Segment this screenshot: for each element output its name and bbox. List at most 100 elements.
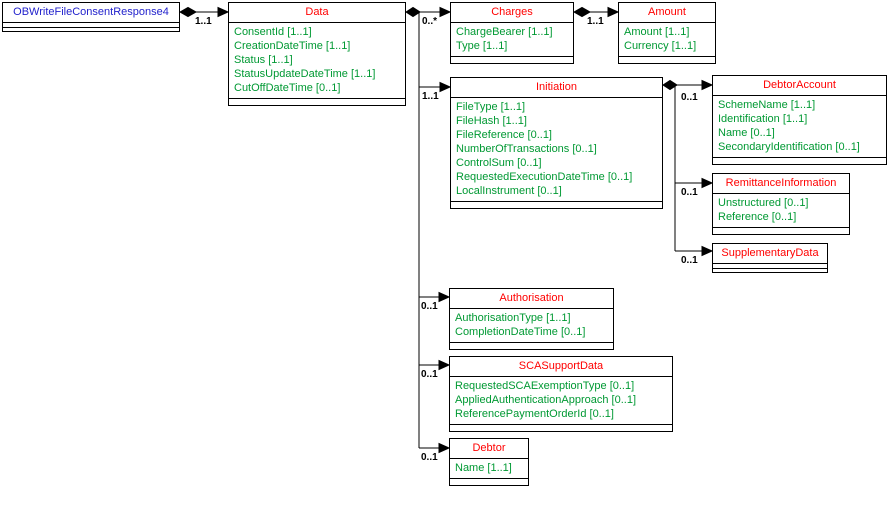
field: Type [1..1] xyxy=(456,40,508,52)
arrowhead-icon xyxy=(701,79,714,91)
class-box-initiation: Initiation FileType [1..1] FileHash [1..… xyxy=(450,77,663,209)
field: RequestedSCAExemptionType [0..1] xyxy=(455,380,635,392)
cardinality-data-to-initiation: 1..1 xyxy=(422,91,439,102)
class-box-debtor-account: DebtorAccount SchemeName [1..1] Identifi… xyxy=(712,75,887,165)
cardinality-data-to-sca-support-data: 0..1 xyxy=(421,369,438,380)
class-title: Amount xyxy=(619,3,715,23)
field: ChargeBearer [1..1] xyxy=(456,26,553,38)
class-box-authorisation: Authorisation AuthorisationType [1..1] C… xyxy=(449,288,614,350)
field: RequestedExecutionDateTime [0..1] xyxy=(456,171,633,183)
class-box-charges: Charges ChargeBearer [1..1] Type [1..1] xyxy=(450,2,574,64)
arrowhead-icon xyxy=(607,6,620,18)
class-title: Charges xyxy=(451,3,573,23)
field: AuthorisationType [1..1] xyxy=(455,312,571,324)
empty-operations-compartment xyxy=(713,228,849,234)
attributes-compartment: Name [1..1] xyxy=(450,459,528,479)
field: Status [1..1] xyxy=(234,54,293,66)
class-box-amount: Amount Amount [1..1] Currency [1..1] xyxy=(618,2,716,64)
attributes-compartment: ChargeBearer [1..1] Type [1..1] xyxy=(451,23,573,57)
field: CompletionDateTime [0..1] xyxy=(455,326,586,338)
empty-attributes-compartment xyxy=(3,23,179,28)
class-title: Data xyxy=(229,3,405,23)
field: Currency [1..1] xyxy=(624,40,697,52)
attributes-compartment: SchemeName [1..1] Identification [1..1] … xyxy=(713,96,886,158)
arrowhead-icon xyxy=(701,177,714,189)
class-title: Debtor xyxy=(450,439,528,459)
field: NumberOfTransactions [0..1] xyxy=(456,143,597,155)
class-box-data: Data ConsentId [1..1] CreationDateTime [… xyxy=(228,2,406,106)
arrowhead-icon xyxy=(439,6,452,18)
field: Name [1..1] xyxy=(455,462,512,474)
field: AppliedAuthenticationApproach [0..1] xyxy=(455,394,637,406)
cardinality-initiation-to-supplementary-data: 0..1 xyxy=(681,255,698,266)
composition-diamond-icon xyxy=(178,6,198,18)
cardinality-data-to-debtor: 0..1 xyxy=(421,452,438,463)
class-box-debtor: Debtor Name [1..1] xyxy=(449,438,529,486)
empty-operations-compartment xyxy=(451,57,573,63)
class-box-remittance-information: RemittanceInformation Unstructured [0..1… xyxy=(712,173,850,235)
field: ReferencePaymentOrderId [0..1] xyxy=(455,408,614,420)
cardinality-charges-to-amount: 1..1 xyxy=(587,16,604,27)
edge-root-to-data xyxy=(178,6,230,18)
empty-operations-compartment xyxy=(3,28,179,31)
class-box-supplementary-data: SupplementaryData xyxy=(712,243,828,273)
field: Reference [0..1] xyxy=(718,211,797,223)
field: Unstructured [0..1] xyxy=(718,197,809,209)
empty-operations-compartment xyxy=(450,479,528,485)
field: LocalInstrument [0..1] xyxy=(456,185,562,197)
field: CutOffDateTime [0..1] xyxy=(234,82,341,94)
field: Amount [1..1] xyxy=(624,26,690,38)
cardinality-data-to-charges: 0..* xyxy=(422,16,438,27)
attributes-compartment: Unstructured [0..1] Reference [0..1] xyxy=(713,194,849,228)
edge-data-to-charges xyxy=(405,6,452,18)
cardinality-initiation-to-remittance-information: 0..1 xyxy=(681,187,698,198)
class-title: SCASupportData xyxy=(450,357,672,377)
arrowhead-icon xyxy=(439,81,452,93)
cardinality-initiation-to-debtor-account: 0..1 xyxy=(681,92,698,103)
attributes-compartment: AuthorisationType [1..1] CompletionDateT… xyxy=(450,309,613,343)
attributes-compartment: ConsentId [1..1] CreationDateTime [1..1]… xyxy=(229,23,405,99)
field: Identification [1..1] xyxy=(718,113,808,125)
field: ConsentId [1..1] xyxy=(234,26,312,38)
empty-attributes-compartment xyxy=(713,264,827,269)
field: FileReference [0..1] xyxy=(456,129,552,141)
field: SchemeName [1..1] xyxy=(718,99,816,111)
attributes-compartment: FileType [1..1] FileHash [1..1] FileRefe… xyxy=(451,98,662,202)
arrowhead-icon xyxy=(438,442,451,454)
arrowhead-icon xyxy=(217,6,230,18)
arrowhead-icon xyxy=(438,291,451,303)
attributes-compartment: Amount [1..1] Currency [1..1] xyxy=(619,23,715,57)
composition-diamond-icon xyxy=(405,6,421,18)
field: SecondaryIdentification [0..1] xyxy=(718,141,860,153)
class-title: DebtorAccount xyxy=(713,76,886,96)
cardinality-data-to-authorisation: 0..1 xyxy=(421,301,438,312)
field: FileType [1..1] xyxy=(456,101,526,113)
edge-initiation-children-trunk xyxy=(662,79,714,257)
class-title: OBWriteFileConsentResponse4 xyxy=(3,3,179,23)
edge-data-children-trunk xyxy=(418,12,452,454)
cardinality-root-to-data: 1..1 xyxy=(195,16,212,27)
field: Name [0..1] xyxy=(718,127,775,139)
arrowhead-icon xyxy=(701,245,714,257)
field: FileHash [1..1] xyxy=(456,115,527,127)
empty-operations-compartment xyxy=(451,202,662,208)
class-title: SupplementaryData xyxy=(713,244,827,264)
attributes-compartment: RequestedSCAExemptionType [0..1] Applied… xyxy=(450,377,672,425)
class-title: RemittanceInformation xyxy=(713,174,849,194)
class-box-sca-support-data: SCASupportData RequestedSCAExemptionType… xyxy=(449,356,673,432)
empty-operations-compartment xyxy=(229,99,405,105)
empty-operations-compartment xyxy=(450,343,613,349)
field: StatusUpdateDateTime [1..1] xyxy=(234,68,376,80)
empty-operations-compartment xyxy=(713,269,827,272)
field: CreationDateTime [1..1] xyxy=(234,40,351,52)
field: ControlSum [0..1] xyxy=(456,157,542,169)
class-title: Authorisation xyxy=(450,289,613,309)
empty-operations-compartment xyxy=(713,158,886,164)
empty-operations-compartment xyxy=(450,425,672,431)
class-title: Initiation xyxy=(451,78,662,98)
class-box-root: OBWriteFileConsentResponse4 xyxy=(2,2,180,32)
arrowhead-icon xyxy=(438,359,451,371)
edge-charges-to-amount xyxy=(572,6,620,18)
